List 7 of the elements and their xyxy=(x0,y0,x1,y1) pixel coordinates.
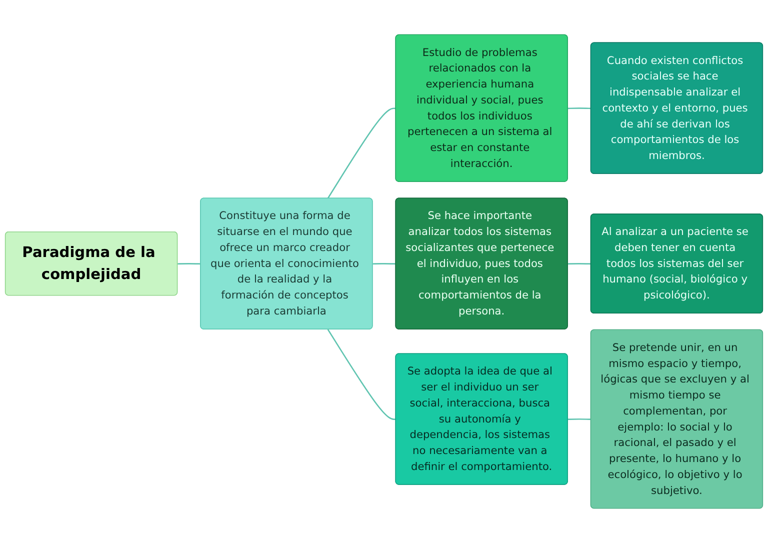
connector xyxy=(568,418,592,420)
connector xyxy=(327,329,396,420)
connector xyxy=(568,263,592,265)
connector xyxy=(568,108,592,110)
connector xyxy=(372,263,396,265)
connector xyxy=(327,108,396,199)
connector xyxy=(178,263,201,265)
